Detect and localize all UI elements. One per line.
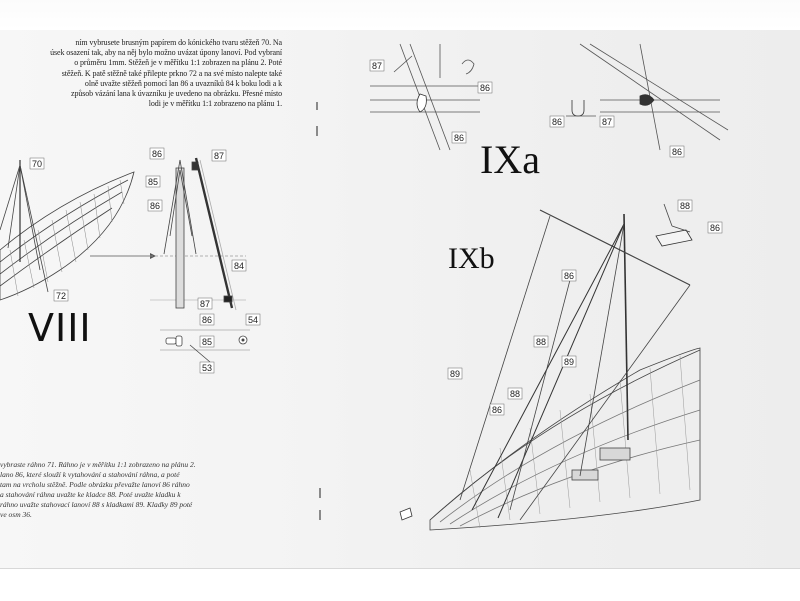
callout-tag: 53 — [202, 363, 212, 373]
text-line: o průměru 1mm. Stěžeň je v měřítku 1:1 z… — [74, 58, 282, 68]
callout-tag: 88 — [680, 201, 690, 211]
page-top-edge — [0, 0, 800, 30]
callout-tag: 88 — [510, 389, 520, 399]
callout-tag: 88 — [536, 337, 546, 347]
callout-tag: 87 — [372, 61, 382, 71]
figure-ixa-callouts: 87 86 86 86 87 86 — [369, 59, 685, 158]
figure-viii-callouts: 70 72 86 87 85 86 84 87 86 54 85 53 — [29, 147, 261, 374]
instruction-text-bottom: vybraste ráhno 71. Ráhno je v měřítku 1:… — [0, 460, 280, 520]
callout-tag: 89 — [450, 369, 460, 379]
text-line: úsek osazení tak, aby na něj bylo možno … — [50, 48, 282, 58]
callout-tag: 86 — [492, 405, 502, 415]
text-line: ve osm 36. — [0, 510, 32, 519]
text-line: stěžeň. K patě stěžně také přilepte prkn… — [61, 68, 282, 78]
instruction-text-top: ním vybrusete brusným papírem do kónické… — [0, 38, 282, 109]
figure-viii-hull — [0, 160, 156, 301]
callout-tag: 86 — [202, 315, 212, 325]
figure-viii-mast-detail — [150, 157, 250, 363]
callout-tag: 86 — [672, 147, 682, 157]
text-line: lano 86, které slouží k vytahování a sta… — [0, 470, 180, 479]
text-line: lodi je v měřítku 1:1 zobrazeno na plánu… — [148, 99, 282, 109]
callout-tag: 87 — [200, 299, 210, 309]
figure-label-ixa: IXa — [480, 137, 540, 182]
callout-tag: 89 — [564, 357, 574, 367]
callout-tag: 86 — [552, 117, 562, 127]
callout-tag: 85 — [148, 177, 158, 187]
figure-ixb-callouts: 88 86 86 88 89 89 86 88 — [447, 199, 723, 416]
callout-tag: 72 — [56, 291, 66, 301]
figure-ixb-ship — [399, 203, 701, 531]
text-line: a stahování ráhna uvažte ke kladce 88. P… — [0, 490, 181, 499]
text-line: olně uvažte stěžeň pomocí lan 86 a uvazn… — [84, 78, 282, 88]
callout-tag: 87 — [602, 117, 612, 127]
text-line: tam na vrcholu stěžně. Podle obrázku pře… — [0, 480, 190, 489]
callout-tag: 54 — [248, 315, 258, 325]
text-line: ráhno uvažte stahovací lanoví 88 s kladk… — [0, 500, 193, 509]
callout-tag: 86 — [454, 133, 464, 143]
figure-ixa-details — [370, 43, 729, 151]
text-line: způsob vázání lana k úvazníku je uvedeno… — [71, 89, 282, 99]
page-bottom-edge — [0, 568, 800, 601]
callout-tag: 86 — [480, 83, 490, 93]
callout-tag: 85 — [202, 337, 212, 347]
callout-tag: 87 — [214, 151, 224, 161]
callout-tag: 70 — [32, 159, 42, 169]
figure-label-viii: VIII — [28, 306, 92, 350]
figure-label-ixb: IXb — [448, 242, 495, 275]
callout-tag: 86 — [710, 223, 720, 233]
callout-tag: 84 — [234, 261, 244, 271]
text-line: ním vybrusete brusným papírem do kónické… — [75, 38, 282, 47]
callout-tag: 86 — [152, 149, 162, 159]
callout-tag: 86 — [564, 271, 574, 281]
callout-tag: 86 — [150, 201, 160, 211]
text-line: vybraste ráhno 71. Ráhno je v měřítku 1:… — [0, 460, 196, 469]
column-divider-marks — [316, 102, 321, 520]
